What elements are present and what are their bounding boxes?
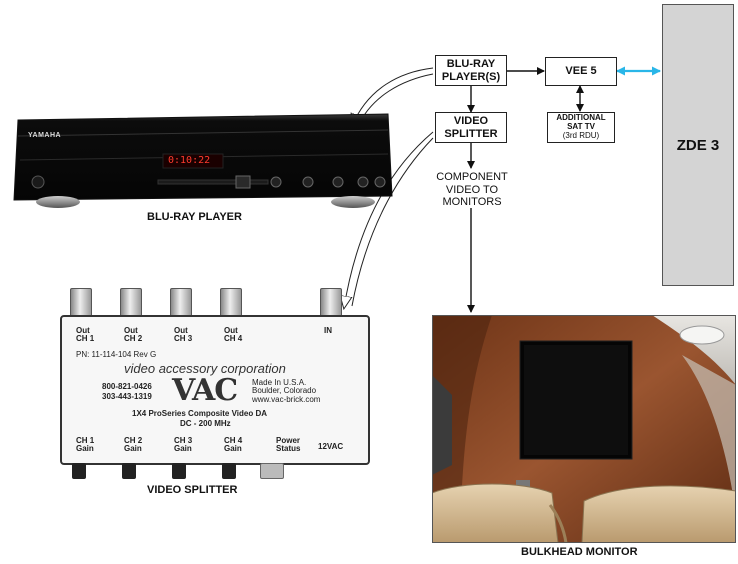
component-line1: COMPONENT [436, 171, 508, 183]
bnc-connector [120, 288, 142, 318]
vee5-label: VEE 5 [565, 65, 597, 78]
gain-ch: CH 4 [224, 436, 243, 445]
zde3-label: ZDE 3 [676, 136, 720, 154]
bluray-caption: BLU-RAY PLAYER [147, 211, 242, 223]
gain-ch: CH 1 [76, 436, 95, 445]
status-label: Status [276, 444, 301, 454]
made-line: www.vac-brick.com [252, 394, 321, 404]
bnc-connector [320, 288, 342, 318]
gain-label: Gain [124, 444, 142, 454]
sat-tv-line2: SAT TV [567, 122, 595, 132]
company-name: video accessory corporation [124, 361, 286, 376]
bluray-display: 0:10:22 [168, 155, 211, 166]
spec-label: DC - 200 MHz [180, 419, 231, 428]
bluray-brand: YAMAHA [28, 132, 62, 139]
in-label: IN [324, 326, 332, 335]
gain-label: Gain [224, 444, 242, 454]
bluray-players-line2: PLAYER(S) [441, 70, 501, 83]
bnc-connector [170, 288, 192, 318]
vee5-box: VEE 5 [545, 57, 617, 86]
vac12-label: 12VAC [318, 442, 344, 451]
power-jack [260, 463, 284, 479]
pn-label: PN: 11-114-104 Rev G [76, 350, 157, 359]
phone2: 303-443-1319 [102, 392, 152, 401]
photo-border [432, 315, 736, 543]
bluray-player-image: YAMAHA 0:10:22 [8, 110, 398, 214]
ch-label: CH 2 [124, 334, 143, 344]
gain-label: Gain [174, 444, 192, 454]
sat-tv-line1: ADDITIONAL [556, 113, 606, 123]
splitter-caption: VIDEO SPLITTER [147, 484, 238, 496]
ch-label: CH 3 [174, 334, 193, 344]
zde3-box: ZDE 3 [662, 4, 734, 286]
ch-label: CH 1 [76, 334, 95, 344]
made-line: Boulder, Colorado [252, 386, 317, 396]
monitor-caption: BULKHEAD MONITOR [521, 546, 638, 558]
bnc-connector [70, 288, 92, 318]
out-label: Out [76, 326, 90, 335]
gain-ch: CH 2 [124, 436, 143, 445]
component-line2: VIDEO TO [445, 183, 499, 196]
splitter-line2: SPLITTER [444, 127, 498, 140]
bluray-players-line1: BLU-RAY [446, 58, 496, 71]
sat-tv-line3: (3rd RDU) [562, 130, 600, 140]
out-label: Out [174, 326, 188, 335]
gain-knob [222, 463, 236, 479]
gain-knob [172, 463, 186, 479]
made-info: Made In U.S.A. Boulder, Colorado www.vac… [252, 378, 321, 404]
ch-label: CH 4 [224, 334, 243, 344]
gain-ch: CH 3 [174, 436, 193, 445]
model-label: 1X4 ProSeries Composite Video DA [132, 409, 268, 418]
callout-splitter-edge [351, 137, 434, 307]
vac-logo: VAC [172, 373, 238, 408]
power-label: Power [276, 436, 301, 445]
bnc-connector [220, 288, 242, 318]
bulkhead-monitor-photo [432, 315, 736, 543]
gain-knob [122, 463, 136, 479]
gain-knob [72, 463, 86, 479]
made-line: Made In U.S.A. [252, 378, 307, 387]
out-label: Out [124, 326, 138, 335]
component-line3: MONITORS [442, 196, 502, 209]
splitter-line1: VIDEO [453, 115, 489, 128]
gain-label: Gain [76, 444, 94, 454]
phone1: 800-821-0426 [102, 382, 152, 391]
component-note: COMPONENT VIDEO TO MONITORS [430, 171, 514, 209]
out-label: Out [224, 326, 238, 335]
